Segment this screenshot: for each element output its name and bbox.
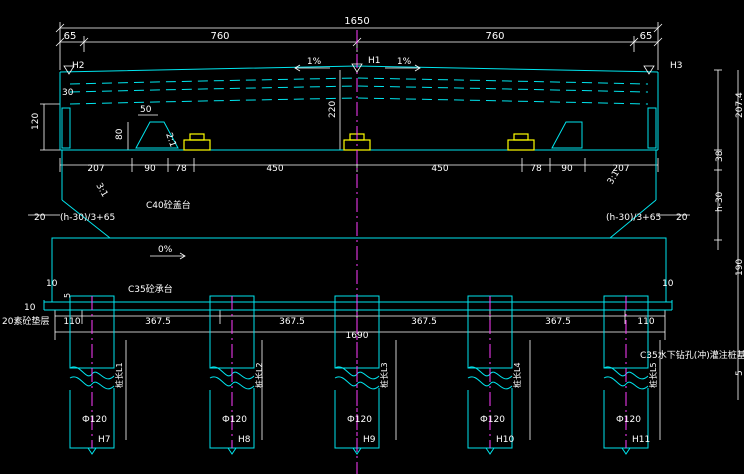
side-10-right: 10 (662, 279, 674, 289)
pile-dim-367-2: 367.5 (279, 317, 305, 327)
dim-30: 30 (62, 88, 74, 98)
pile-dim-110-left: 110 (63, 317, 80, 327)
annotations: 1650 65 760 760 65 1% 1% H1 H2 H3 30 120… (2, 16, 744, 376)
pile-bottom-5: H11 (632, 435, 650, 445)
pile-diameter-5: Ф120 (616, 415, 641, 425)
dim-row-78-left: 78 (175, 164, 187, 174)
pile-bottom-2: H8 (238, 435, 251, 445)
dim-right-190: 190 (735, 259, 744, 276)
pile-length-5: 桩长L5 (648, 362, 658, 388)
pile-bottom-4: H10 (496, 435, 514, 445)
dim-row-207-right: 207 (612, 164, 629, 174)
label-pile-spec: C35水下钻孔(冲)灌注桩基 (640, 349, 744, 361)
side-20-left: 20 (34, 213, 46, 223)
pile-length-3: 桩长L3 (379, 362, 389, 388)
dashed-layers (69, 77, 649, 105)
dim-seg-mid-left: 760 (210, 31, 229, 42)
pile-axes (91, 296, 627, 448)
elevation-h3: H3 (670, 61, 683, 71)
side-20-right: 20 (676, 213, 688, 223)
pile-length-4: 桩长L4 (512, 362, 522, 388)
side-10-lower: 10 (24, 303, 36, 313)
slope-right: 1% (397, 57, 412, 67)
dim-row-207-left: 207 (87, 164, 104, 174)
dim-row-78-right: 78 (530, 164, 542, 174)
label-c40-cap: C40砼盖台 (146, 199, 191, 211)
dim-row-450-left: 450 (266, 164, 283, 174)
pile-bottom-1: H7 (98, 435, 111, 445)
pile-dim-367-1: 367.5 (145, 317, 171, 327)
dim-row-450-right: 450 (431, 164, 448, 174)
dim-seg-mid-right: 760 (485, 31, 504, 42)
pile-length-1: 桩长L1 (114, 362, 124, 388)
dim-220: 220 (328, 101, 338, 118)
pile-diameter-4: Ф120 (480, 415, 505, 425)
formula-right: (h-30)/3+65 (606, 213, 661, 223)
pile-bottom-3: H9 (363, 435, 376, 445)
dim-small-5: 5 (63, 293, 72, 298)
dim-50: 50 (140, 105, 152, 115)
label-cushion: 20素砼垫层 (2, 315, 49, 327)
side-10-left: 10 (46, 279, 58, 289)
formula-left: (h-30)/3+65 (60, 213, 115, 223)
label-c35-footing: C35砼承台 (128, 283, 173, 295)
slope-arrows (150, 64, 421, 260)
elevation-markers (63, 63, 655, 75)
elevation-h1: H1 (368, 56, 381, 66)
dim-row-90-left: 90 (144, 164, 156, 174)
pile-dim-110-right: 110 (637, 317, 654, 327)
pile-diameter-3: Ф120 (347, 415, 372, 425)
dim-total-top: 1650 (344, 16, 369, 27)
pile-dim-367-4: 367.5 (545, 317, 571, 327)
ratio-2-1: 2:1 (163, 132, 177, 149)
dim-seg-left: 65 (64, 31, 77, 42)
dim-right-38: 38 (715, 150, 725, 162)
slope-cap: 0% (158, 245, 173, 255)
elevation-h2: H2 (72, 61, 85, 71)
dim-right-h30: h-30 (715, 191, 725, 212)
slope-left: 1% (307, 57, 322, 67)
dim-right-5: 5 (735, 370, 744, 376)
pile-dim-367-3: 367.5 (411, 317, 437, 327)
dim-120: 120 (31, 113, 41, 130)
pile-length-2: 桩长L2 (254, 362, 264, 388)
dim-total-bottom: 1690 (346, 331, 369, 341)
pile-diameter-2: Ф120 (222, 415, 247, 425)
dim-seg-right: 65 (640, 31, 653, 42)
dimension-lines (28, 22, 739, 440)
dim-row-90-right: 90 (561, 164, 573, 174)
dim-80: 80 (115, 128, 125, 140)
dim-right-207: 207.4 (735, 92, 744, 118)
pile-diameter-1: Ф120 (82, 415, 107, 425)
